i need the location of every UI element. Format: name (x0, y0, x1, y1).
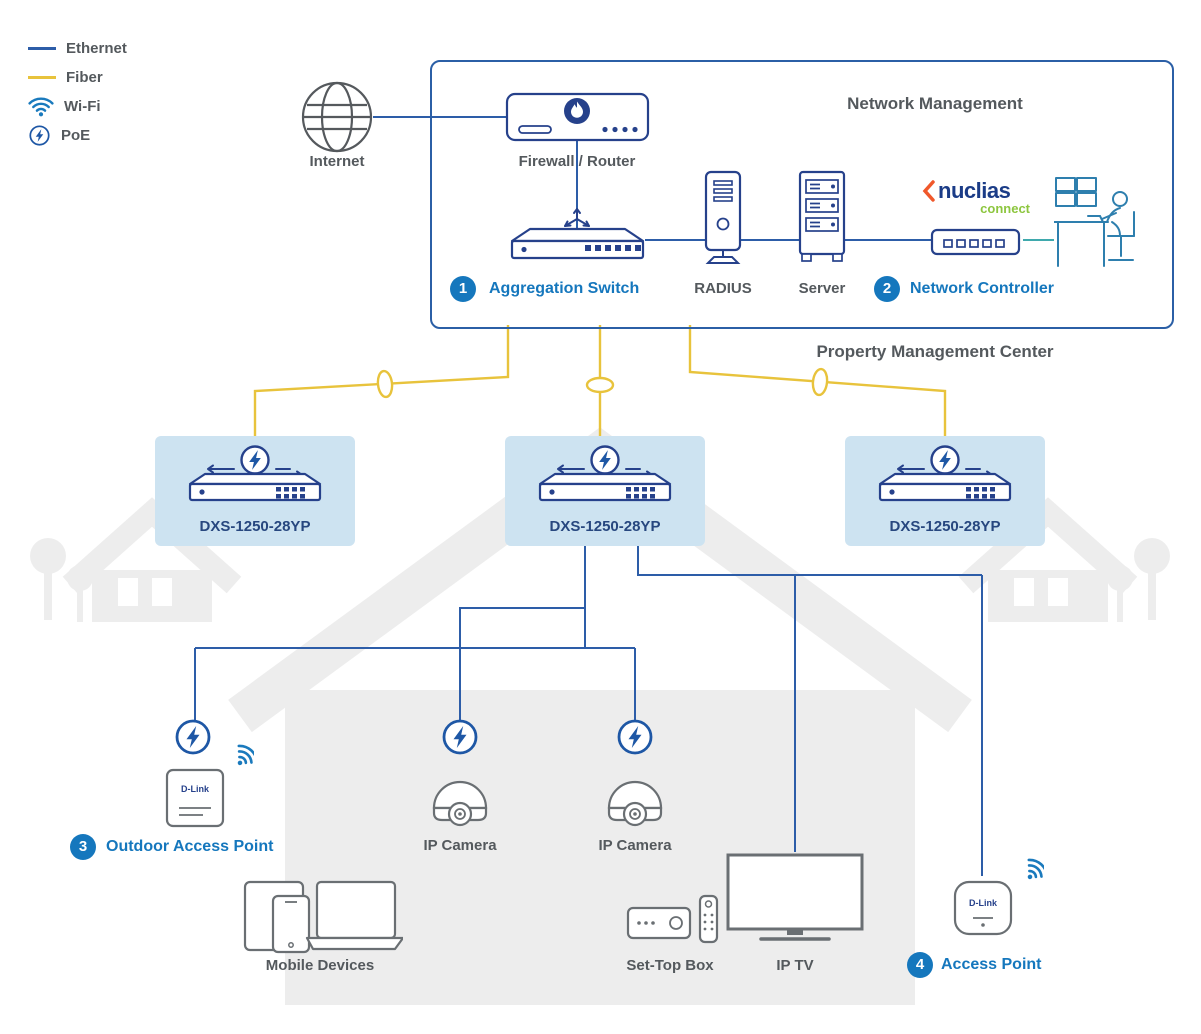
legend-row-fiber: Fiber (28, 63, 127, 92)
legend-label-ethernet: Ethernet (66, 40, 127, 57)
right-house-roof (958, 497, 1138, 594)
poe-icon (440, 717, 480, 762)
switch-model-label: DXS-1250-28YP (549, 518, 661, 535)
outdoor-access-point-label: Outdoor Access Point (106, 838, 274, 855)
ip-camera-device (428, 770, 492, 835)
poe-switch-icon (188, 445, 322, 502)
fiber-coil-right (811, 367, 829, 397)
left-house-roof (62, 497, 242, 594)
network-controller-label: Network Controller (910, 280, 1055, 297)
ip-tv-label: IP TV (776, 957, 814, 974)
set-top-box-label: Set-Top Box (626, 957, 714, 974)
switch-model-label: DXS-1250-28YP (199, 518, 311, 535)
legend-row-wifi: Wi-Fi (28, 92, 127, 121)
legend-label-wifi: Wi-Fi (64, 98, 101, 115)
poe-switch-icon (538, 445, 672, 502)
device-brand-label: D-Link (181, 784, 210, 794)
network-management-title: Network Management (847, 94, 1023, 113)
legend-row-poe: PoE (28, 121, 127, 150)
outdoor-ap-badge: 3 (70, 834, 96, 860)
firewall-label: Firewall / Router (518, 153, 636, 170)
mobile-devices-icon (243, 876, 405, 959)
switch-model-label: DXS-1250-28YP (889, 518, 1001, 535)
property-management-label: Property Management Center (816, 342, 1054, 361)
dxs-switch-box-left: DXS-1250-28YP (155, 436, 355, 546)
fiber-coil-middle (585, 376, 615, 394)
phone-icon (271, 894, 311, 954)
access-point-badge: 4 (907, 952, 933, 978)
aggregation-badge: 1 (450, 276, 476, 302)
internet-label: Internet (309, 153, 365, 170)
dxs-switch-box-middle: DXS-1250-28YP (505, 436, 705, 546)
poe-icon (615, 717, 655, 762)
legend-label-fiber: Fiber (66, 69, 103, 86)
fiber-coil-left (376, 369, 394, 399)
ethernet-line-swatch (28, 47, 56, 50)
wifi-icon (226, 742, 259, 773)
laptop-screen (315, 880, 397, 940)
nuclias-brand: nuclias (938, 178, 1011, 203)
ip-camera-label: IP Camera (598, 837, 672, 854)
access-point-label: Access Point (941, 956, 1042, 973)
server-device (794, 170, 850, 271)
house-silhouettes (30, 427, 1170, 1005)
ip-camera-device (603, 770, 667, 835)
laptop-base (305, 936, 405, 951)
nuclias-connect-logo: nuclias connect (922, 178, 1034, 216)
outdoor-access-point-device: D-Link (163, 766, 227, 835)
left-tree (30, 538, 66, 574)
link-camera1 (459, 607, 585, 721)
poe-icon (29, 125, 50, 146)
controller-badge: 2 (874, 276, 900, 302)
ethernet-links (194, 116, 983, 876)
nuclias-chevron-icon (922, 180, 935, 202)
ip-tv-icon (725, 852, 865, 949)
dxs-switch-box-right: DXS-1250-28YP (845, 436, 1045, 546)
aggregation-switch-label: Aggregation Switch (489, 280, 640, 297)
right-tree (1134, 538, 1170, 574)
poe-switch-icon (878, 445, 1012, 502)
legend: Ethernet Fiber Wi-Fi PoE (28, 34, 127, 150)
access-point-device: D-Link (951, 876, 1015, 945)
wifi-icon (1016, 856, 1049, 887)
legend-label-poe: PoE (61, 127, 91, 144)
fiber-line-swatch (28, 76, 56, 79)
split-arrows-icon (564, 208, 590, 227)
wifi-icon (28, 96, 54, 116)
device-brand-label: D-Link (969, 898, 998, 908)
internet-globe-icon (299, 79, 375, 160)
radius-server-device (698, 170, 748, 271)
big-house-body (285, 690, 915, 1005)
operator-workstation-icon (1053, 166, 1146, 275)
legend-row-ethernet: Ethernet (28, 34, 127, 63)
set-top-box-icon (626, 894, 722, 949)
remote-icon (698, 894, 719, 944)
poe-icon (173, 717, 213, 762)
link-branch-upper (637, 546, 982, 576)
aggregation-switch-device (505, 203, 650, 270)
network-controller-device (928, 220, 1023, 267)
firewall-router-device (505, 88, 650, 148)
radius-label: RADIUS (694, 280, 752, 297)
nuclias-sub-brand: connect (980, 201, 1030, 216)
network-management-box (430, 60, 1174, 329)
server-label: Server (798, 280, 846, 297)
ip-camera-label: IP Camera (423, 837, 497, 854)
fiber-links (253, 325, 947, 436)
mobile-devices-label: Mobile Devices (265, 957, 375, 974)
